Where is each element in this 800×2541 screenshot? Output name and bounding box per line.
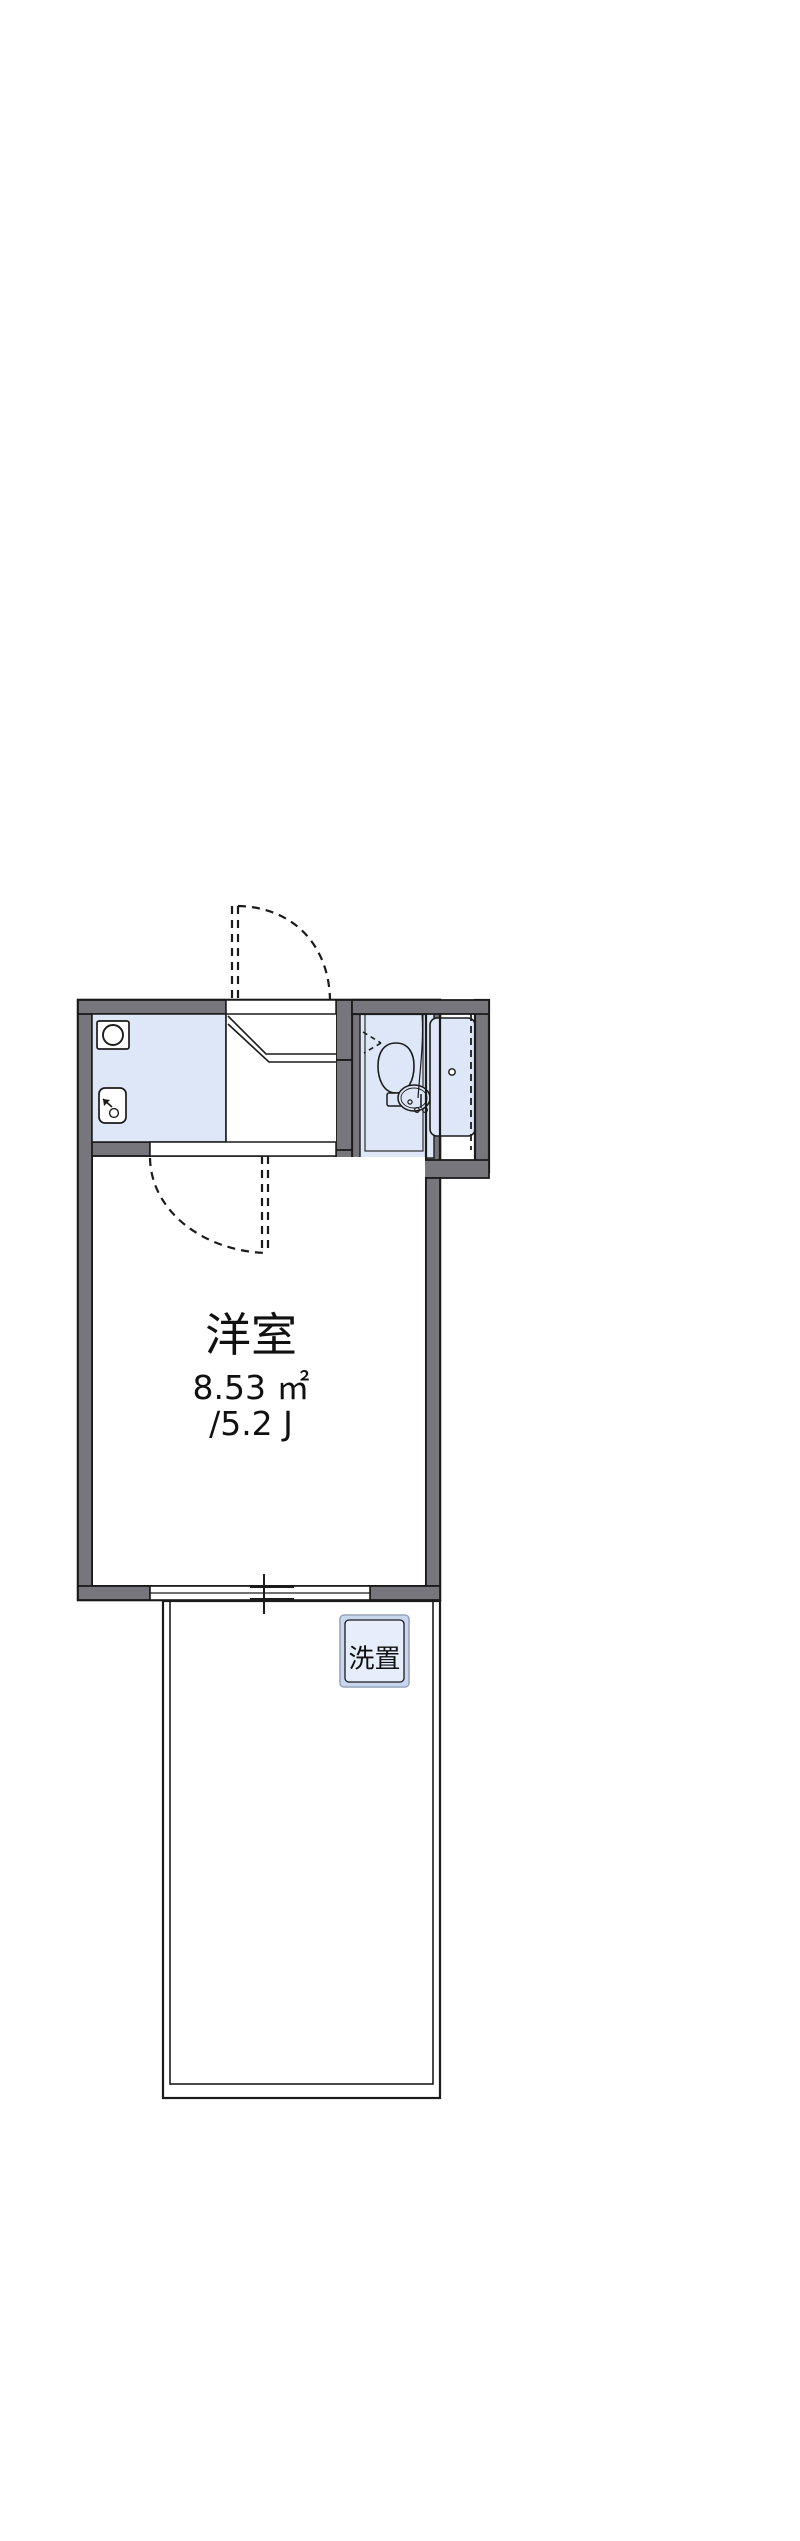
bath-top-wall	[351, 999, 490, 1015]
bath-right-wall	[473, 998, 491, 1174]
room-door-threshold-top	[149, 1141, 337, 1157]
washer-space-label-top: 洗置	[348, 1645, 400, 1675]
shower-divider	[417, 1013, 424, 1099]
bath-door-swing	[362, 1031, 382, 1054]
kitchen-sink-top	[98, 1087, 127, 1124]
bottom-wall-right	[369, 1585, 441, 1601]
bathroom-group	[350, 998, 491, 1174]
main-room-name-top: 洋室	[205, 1308, 297, 1362]
right-exterior-wall	[425, 1177, 441, 1587]
bath-left-wall-lower	[335, 1059, 353, 1151]
top-wall-left	[77, 999, 227, 1015]
entrance-door	[230, 904, 332, 1001]
main-room-floor-top	[93, 1157, 425, 1585]
stove-burner-top	[96, 1020, 130, 1050]
entrance-threshold-top	[225, 999, 337, 1015]
bath-left-wall-upper	[335, 999, 353, 1061]
entry-hall-floor-top	[226, 1014, 336, 1142]
main-room-area-sqm-top: 8.53 ㎡	[193, 1368, 310, 1407]
left-exterior-wall	[77, 999, 93, 1601]
bath-bottom-wall	[423, 1159, 490, 1179]
bottom-wall-left	[77, 1585, 151, 1601]
balcony-sliding-door-top	[149, 1574, 371, 1614]
washing-machine-space-top: 洗置	[339, 1614, 410, 1688]
main-room-area-jo-top: /5.2 J	[209, 1404, 293, 1443]
main-room-label-group-top: 洋室 8.53 ㎡ /5.2 J	[193, 1308, 310, 1443]
room-door-swing-top	[148, 1156, 270, 1255]
entry-step-lines-top	[225, 1014, 336, 1142]
bathtub	[429, 1017, 476, 1137]
